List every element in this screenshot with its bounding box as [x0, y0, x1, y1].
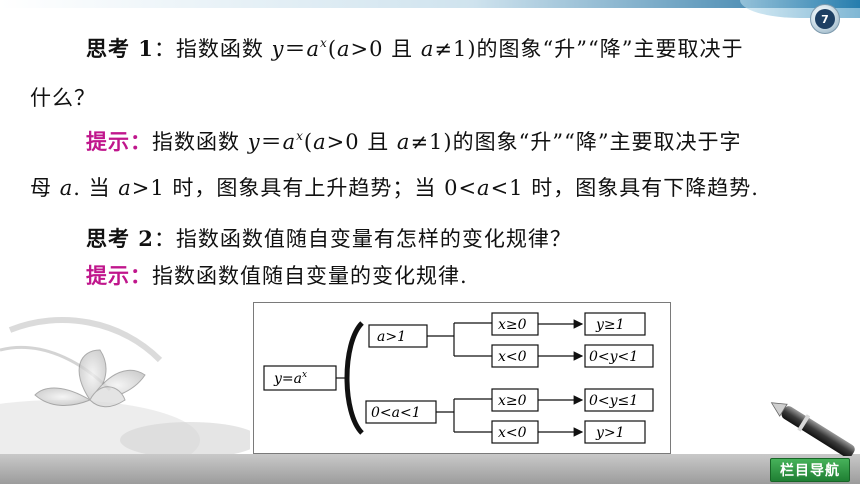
hint-cond-a1: a [313, 130, 327, 154]
hint1-l2-d: <1 时，图象具有下降趋势. [490, 176, 759, 200]
hint-expr-x: x [296, 129, 304, 143]
hint-cond-gt0: >0 且 [326, 130, 397, 154]
hint2-label: 提示： [86, 264, 152, 288]
hint-cond-open: ( [303, 130, 314, 154]
classification-diagram: y=ax a>1 0<a<1 x≥0 x<0 x≥0 x<0 y≥1 0<y<1… [253, 302, 671, 454]
think1-line1: 思考 1：指数函数 y＝ax(a>0 且 a≠1)的图象“升”“降”主要取决于 [86, 33, 744, 63]
think2-lead: 思考 2 [86, 226, 154, 251]
cond-a1: a [337, 37, 351, 61]
cond-label-3: x≥0 [498, 393, 527, 409]
pen-icon [770, 402, 855, 456]
result-label-1: y≥1 [595, 317, 625, 333]
hint-expr-eq: ＝ [260, 130, 283, 154]
hint1-l2-c: >1 时，图象具有上升趋势；当 0< [131, 176, 478, 200]
hint1-l2-var2: a [118, 176, 132, 200]
bottom-bar [0, 454, 860, 484]
brace-icon [344, 321, 364, 435]
hint1-l2-var3: a [477, 176, 491, 200]
section-nav-button[interactable]: 栏目导航 [770, 458, 850, 482]
expr-y: y [271, 37, 285, 61]
cond-label-4: x<0 [498, 425, 527, 441]
result-label-2: 0<y<1 [589, 349, 638, 365]
result-box-2 [584, 344, 654, 368]
bottom-fork [436, 398, 492, 433]
hint-cond-ne1: ≠1) [410, 130, 453, 154]
cond-a2: a [420, 37, 435, 61]
expr-x: x [320, 36, 328, 50]
hint-cond-a2: a [396, 130, 411, 154]
hint1-label: 提示： [86, 130, 152, 154]
page-number: 7 [815, 9, 835, 29]
top-decor-curve [740, 0, 860, 18]
hint1-l2-var: a [59, 176, 74, 200]
think1-lead: 思考 1 [86, 36, 154, 61]
cond-label-2: x<0 [498, 349, 527, 365]
top-decor-bar [0, 0, 860, 8]
hint2-text: 指数函数值随自变量的变化规律. [152, 264, 468, 288]
branch-top-label: a>1 [377, 329, 406, 345]
result-label-4: y>1 [595, 425, 625, 441]
think2-line: 思考 2：指数函数值随自变量有怎样的变化规律？ [86, 223, 572, 253]
result-label-3: 0<y≤1 [589, 393, 638, 409]
hint1-l2-b: . 当 [73, 176, 119, 200]
lotus-decoration-icon [0, 317, 250, 460]
think2-text: ：指数函数值随自变量有怎样的变化规律？ [153, 227, 572, 251]
expr-a: a [306, 37, 321, 61]
result-box-1 [584, 312, 646, 336]
root-label: y=ax [273, 370, 307, 387]
cond-ne1: ≠1) [434, 37, 477, 61]
diagram-svg: y=ax a>1 0<a<1 x≥0 x<0 x≥0 x<0 y≥1 0<y<1… [263, 312, 654, 444]
cond-gt0: >0 且 [350, 37, 421, 61]
hint1-line1: 提示：指数函数 y＝ax(a>0 且 a≠1)的图象“升”“降”主要取决于字 [86, 126, 742, 156]
top-fork [427, 322, 492, 357]
page-number-badge: 7 [810, 4, 840, 34]
hint2-line: 提示：指数函数值随自变量的变化规律. [86, 260, 468, 290]
hint-expr-a: a [282, 130, 297, 154]
branch-bottom-label: 0<a<1 [371, 405, 421, 421]
think1-colon: ：指数函数 [153, 37, 272, 61]
hint1-pre: 指数函数 [152, 130, 248, 154]
think1-tail: 的图象“升”“降”主要取决于 [476, 37, 744, 61]
hint1-tail: 的图象“升”“降”主要取决于字 [452, 130, 742, 154]
result-box-3 [584, 388, 654, 412]
hint1-l2-a: 母 [30, 176, 60, 200]
cond-open: ( [327, 37, 338, 61]
expr-eq: ＝ [284, 37, 307, 61]
result-box-4 [584, 420, 646, 444]
hint-expr-y: y [247, 130, 261, 154]
hint1-line2: 母 a. 当 a>1 时，图象具有上升趋势；当 0<a<1 时，图象具有下降趋势… [30, 172, 759, 202]
think1-line2: 什么？ [30, 86, 96, 110]
cond-label-1: x≥0 [498, 317, 527, 333]
